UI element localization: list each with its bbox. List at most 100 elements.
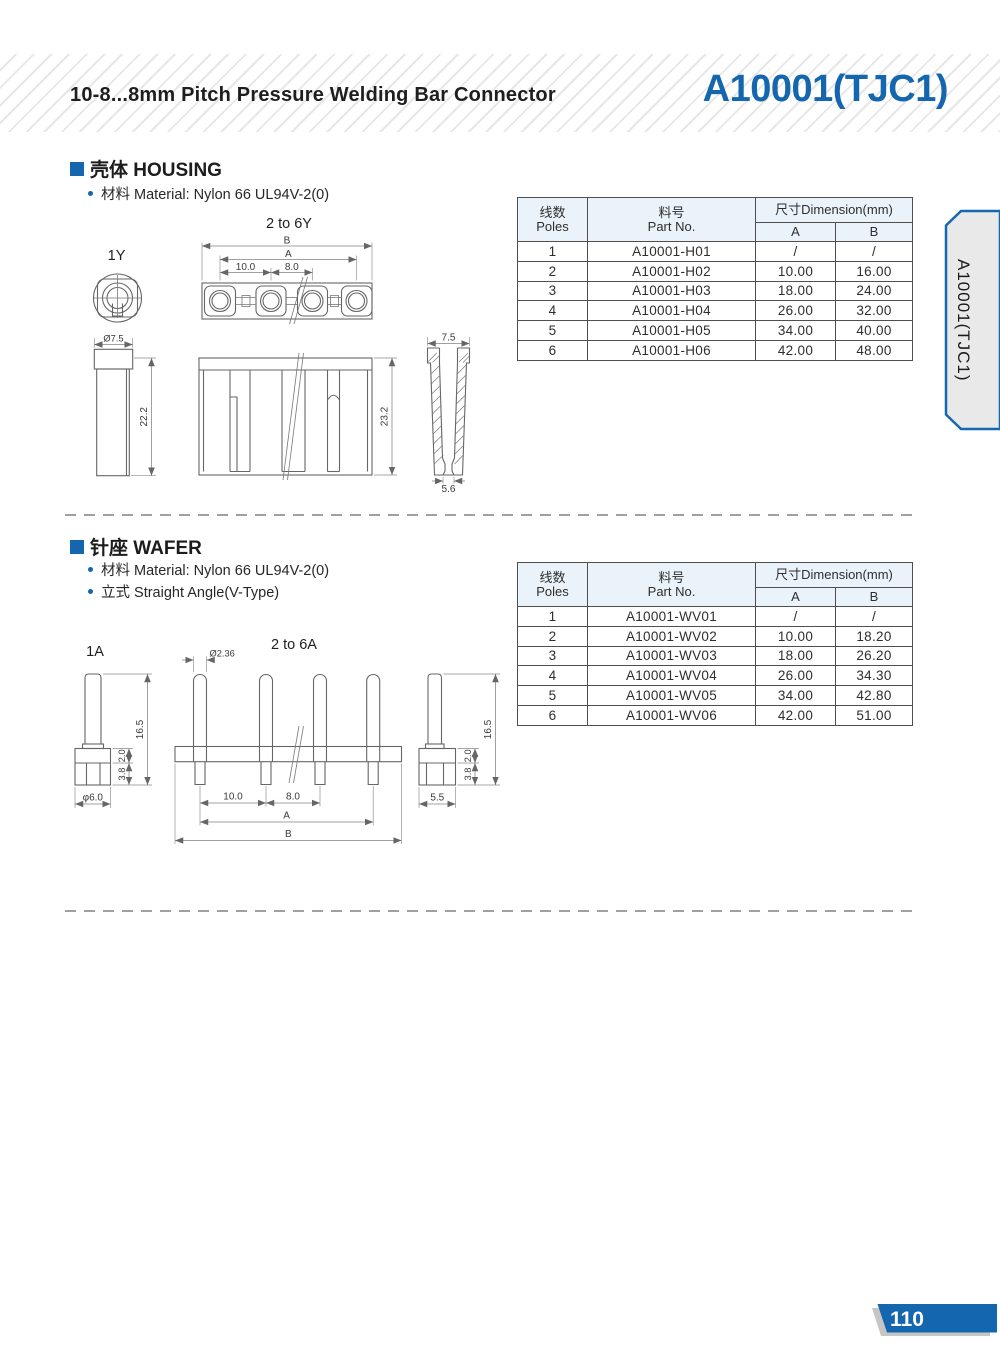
cell-part-no: A10001-H03 [587,280,756,302]
part-number-heading: A10001(TJC1) [702,68,949,110]
dim-label-pitch1: 10.0 [223,792,243,803]
cell-dim-b: 24.00 [835,280,913,302]
cell-part-no: A10001-WV03 [587,645,756,667]
housing-table-body: 1 A10001-H01 / / 2 A10001-H02 10.00 16.0… [517,241,913,361]
cell-dim-b: 40.00 [835,320,913,341]
cell-dim-a: / [755,241,836,262]
cell-dim-a: 26.00 [755,665,836,687]
bullet-icon [88,191,93,196]
cell-poles: 5 [517,685,588,706]
dim-label-top-left: 2.0 [117,749,127,762]
bullet-icon [88,589,93,594]
cell-dim-a: 18.00 [755,280,836,302]
cell-part-no: A10001-WV05 [587,685,756,706]
bullet-text: 材料 Material: Nylon 66 UL94V-2(0) [101,187,330,203]
dim-label-pitch2: 8.0 [285,262,299,273]
cell-dim-a: / [755,606,836,627]
bullet-icon [88,567,93,572]
dim-label-b: B [285,829,292,840]
table-row: 3 A10001-H03 18.00 24.00 [517,280,913,302]
cell-part-no: A10001-WV06 [587,704,756,726]
col-header-a: A [755,222,836,242]
cell-poles: 1 [517,606,588,627]
table-row: 6 A10001-WV06 42.00 51.00 [517,704,913,726]
col-header-poles: 线数 Poles [517,562,588,607]
view-label-2to6y: 2 to 6Y [266,216,312,232]
header-stripe-band [0,54,1000,132]
col-header-part-cn: 料号 [658,204,685,220]
col-header-a: A [755,587,836,607]
col-header-part-no: 料号 Part No. [587,197,756,242]
table-row: 5 A10001-H05 34.00 40.00 [517,320,913,341]
view-label-1a: 1A [86,644,104,660]
dim-label-base-right: 3.8 [463,768,473,781]
badge-shape [877,1304,997,1333]
table-row: 2 A10001-WV02 10.00 18.20 [517,625,913,647]
section-title-text: 针座 WAFER [90,538,202,559]
col-header-b: B [835,222,913,242]
col-header-part-en: Part No. [647,583,696,599]
cell-dim-a: 42.00 [755,339,836,361]
section-marker-icon [70,161,84,176]
section-divider [65,910,917,912]
cell-dim-b: 42.80 [835,685,913,706]
cell-part-no: A10001-H04 [587,300,756,322]
section-divider [65,514,917,516]
view-label-2to6a: 2 to 6A [271,637,317,653]
cell-poles: 4 [517,665,588,687]
table-row: 1 A10001-H01 / / [517,241,913,262]
dim-label-top-right: 2.0 [463,749,473,762]
cell-dim-a: 18.00 [755,645,836,667]
cell-dim-b: / [835,606,913,627]
cell-dim-a: 34.00 [755,685,836,706]
bullet-text: 立式 Straight Angle(V-Type) [101,585,280,601]
cell-dim-b: 48.00 [835,339,913,361]
cell-part-no: A10001-H01 [587,241,756,262]
col-header-part-cn: 料号 [658,569,685,585]
page-number-badge: 110 [872,1304,997,1336]
col-header-dimension: 尺寸Dimension(mm) [755,562,913,588]
col-header-poles: 线数 Poles [517,197,588,242]
cell-poles: 5 [517,320,588,341]
wafer-spec-table: 线数 Poles 料号 Part No. 尺寸Dimension(mm) A B… [517,562,913,726]
wafer-technical-drawing: 1A 2 to 6A Ø2.36 16.5 2.0 3.8 φ6.0 10.0 … [74,637,500,844]
side-tab-label: A10001(TJC1) [954,258,973,382]
cell-poles: 3 [517,280,588,302]
dim-label-cap-dia: Ø7.5 [103,334,123,344]
side-index-tab [944,209,1000,431]
col-header-poles-en: Poles [536,218,569,234]
cell-poles: 1 [517,241,588,262]
view-label-1y: 1Y [108,248,126,264]
cell-poles: 4 [517,300,588,322]
cell-poles: 2 [517,260,588,282]
wafer-material-bullet: 材料 Material: Nylon 66 UL94V-2(0) [88,559,329,580]
col-header-poles-cn: 线数 [539,204,566,220]
side-tab-shape [944,209,1000,431]
dim-label-pitch2: 8.0 [286,792,300,803]
dim-label-section-bottom: 5.6 [442,484,456,495]
dim-label-side-height: 22.2 [139,407,150,427]
cell-dim-a: 34.00 [755,320,836,341]
housing-spec-table: 线数 Poles 料号 Part No. 尺寸Dimension(mm) A B… [517,197,913,361]
wafer-angle-bullet: 立式 Straight Angle(V-Type) [88,581,279,602]
dim-label-pin-dia: Ø2.36 [210,649,235,659]
col-header-part-en: Part No. [647,218,696,234]
cell-dim-b: 18.20 [835,625,913,647]
table-row: 4 A10001-H04 26.00 32.00 [517,300,913,322]
table-row: 3 A10001-WV03 18.00 26.20 [517,645,913,667]
cell-dim-b: 16.00 [835,260,913,282]
cell-dim-a: 42.00 [755,704,836,726]
table-row: 1 A10001-WV01 / / [517,606,913,627]
table-row: 5 A10001-WV05 34.00 42.80 [517,685,913,706]
col-header-dimension: 尺寸Dimension(mm) [755,197,913,223]
cell-poles: 3 [517,645,588,667]
section-title-housing: 壳体 HOUSING [70,155,222,182]
section-title-text: 壳体 HOUSING [90,160,222,181]
cell-part-no: A10001-H06 [587,339,756,361]
wafer-table-body: 1 A10001-WV01 / / 2 A10001-WV02 10.00 18… [517,606,913,726]
page-title: 10-8...8mm Pitch Pressure Welding Bar Co… [70,84,556,106]
cell-part-no: A10001-H02 [587,260,756,282]
bullet-text: 材料 Material: Nylon 66 UL94V-2(0) [101,563,330,579]
col-header-poles-en: Poles [536,583,569,599]
